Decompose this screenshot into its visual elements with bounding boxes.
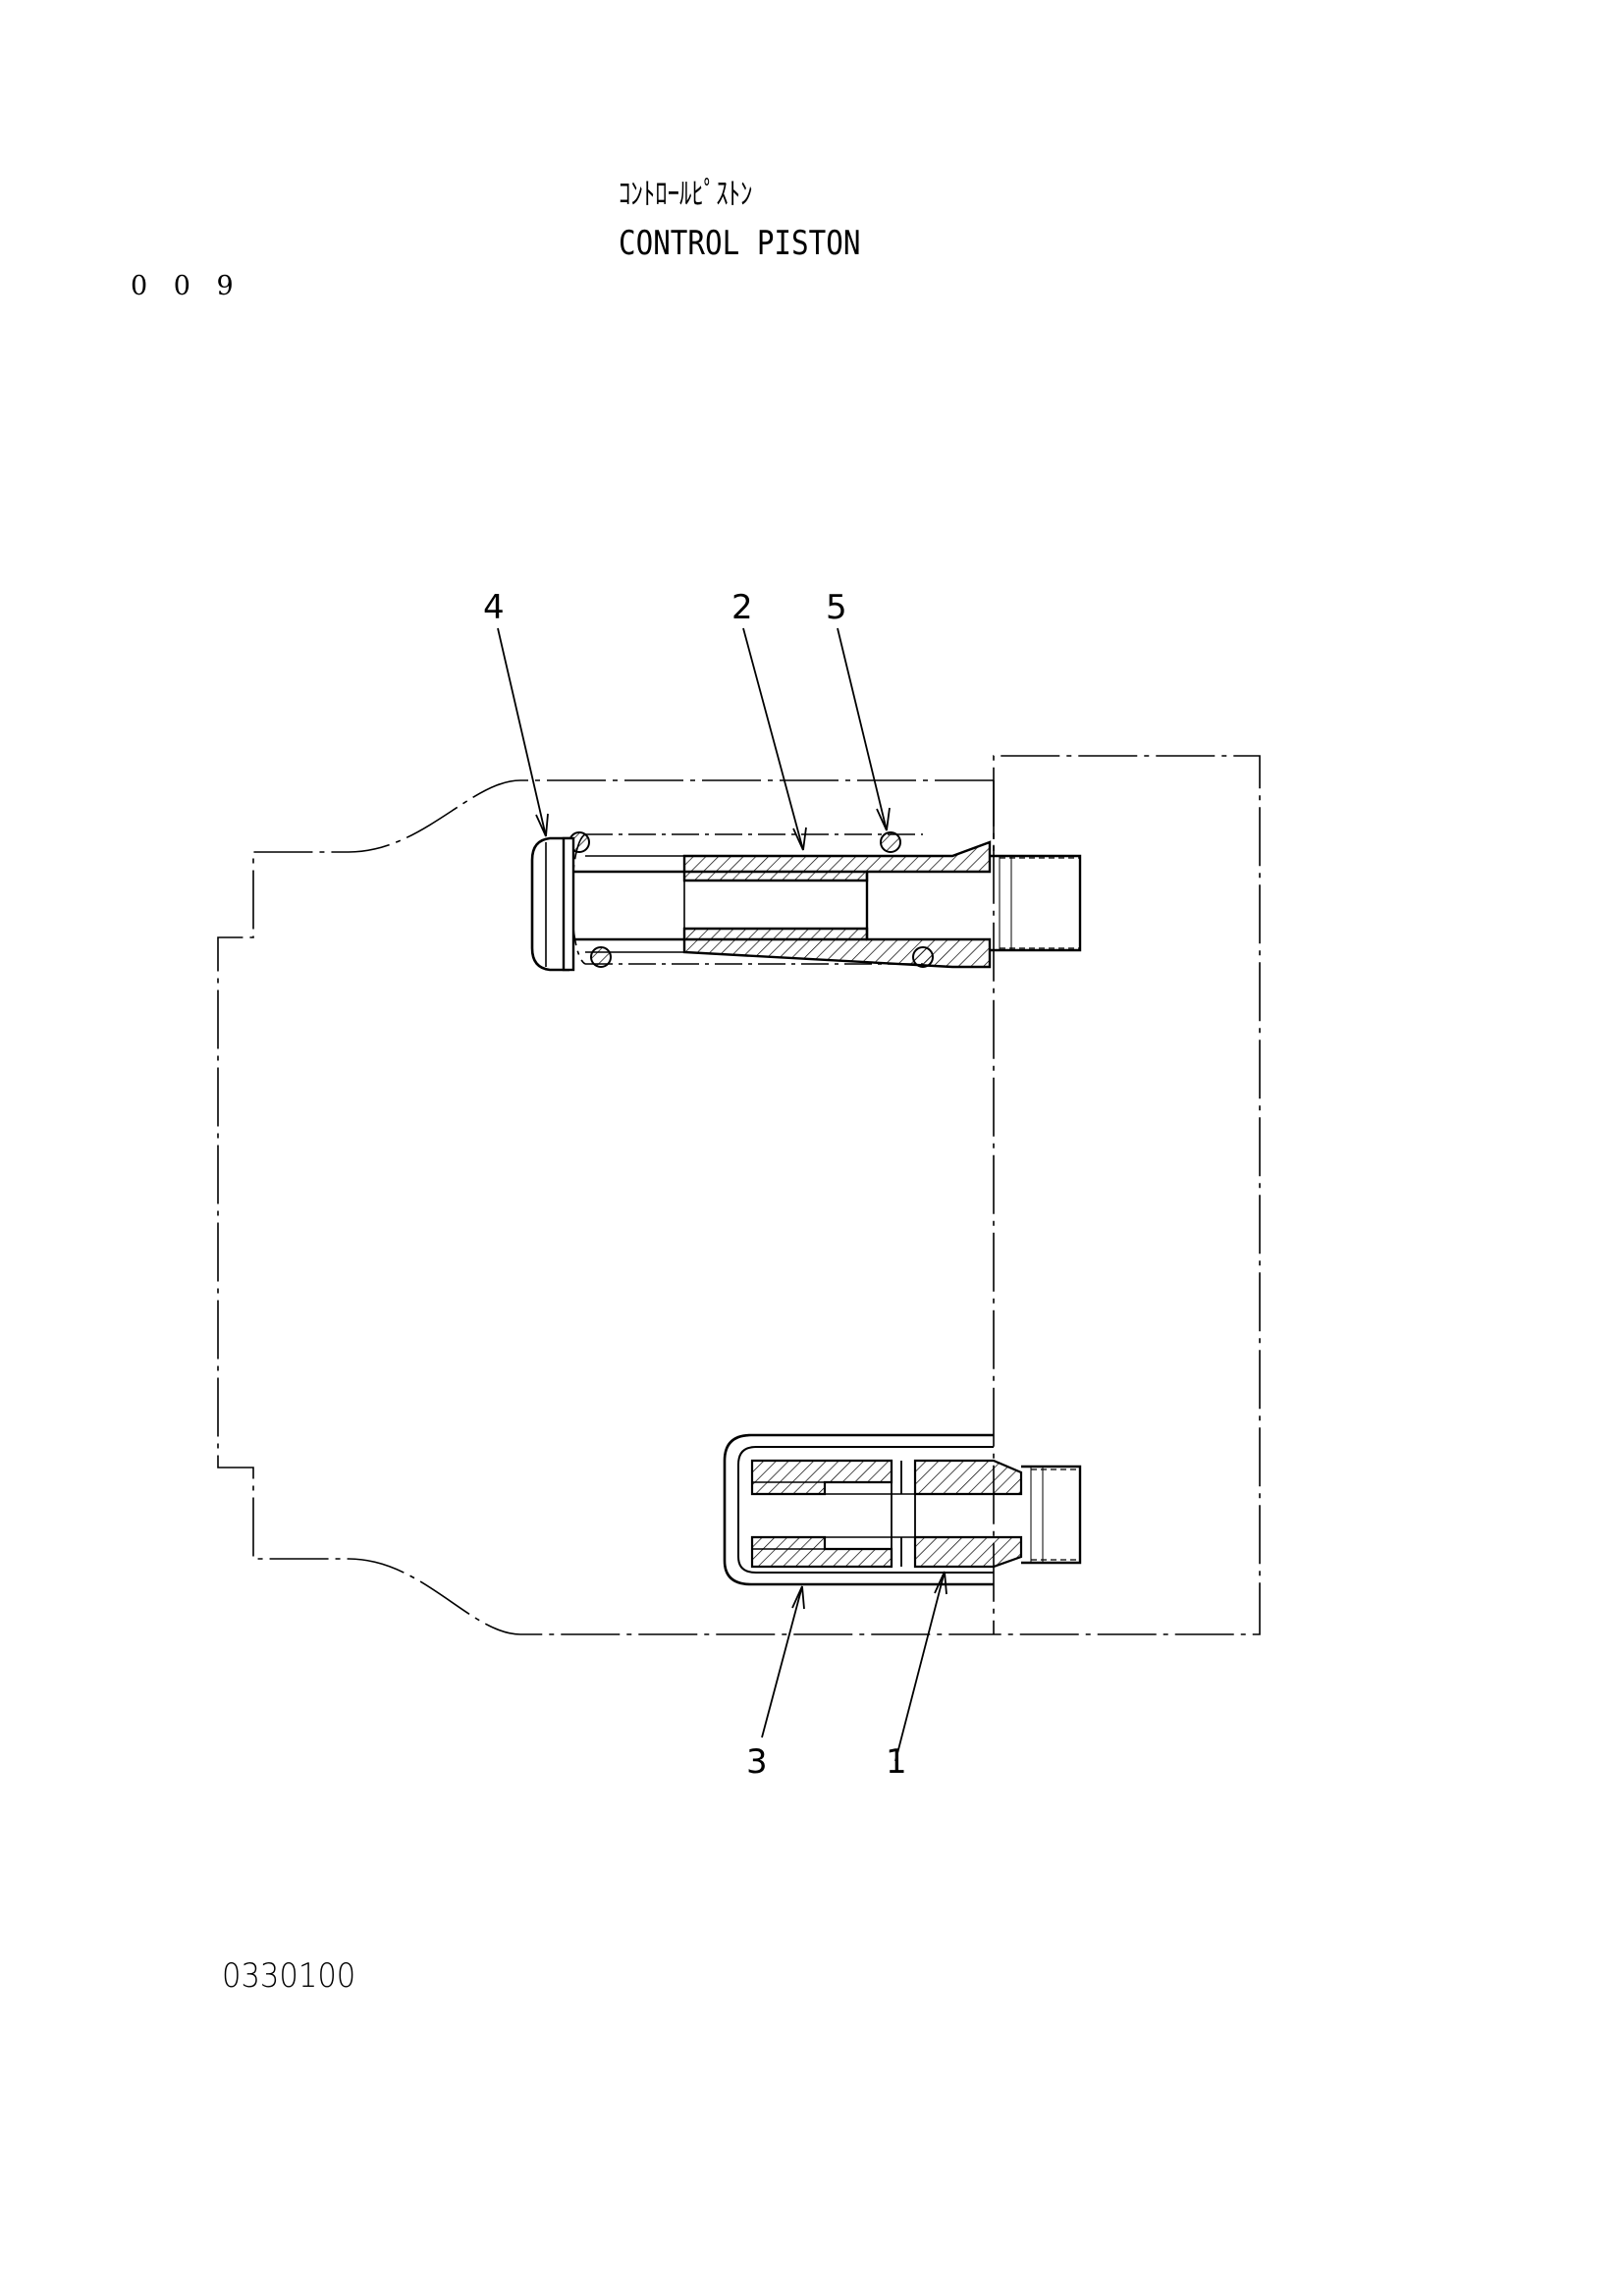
leader-4 bbox=[497, 627, 547, 837]
page-number: 0 0 9 bbox=[131, 271, 243, 301]
sleeve-threaded-end bbox=[990, 854, 1082, 952]
callout-5: 5 bbox=[826, 588, 847, 627]
sleeve-top-wall bbox=[682, 840, 992, 882]
leader-5 bbox=[837, 627, 888, 831]
spring-wire-bottom-left bbox=[590, 946, 612, 968]
plug-cap bbox=[723, 1433, 994, 1586]
title-english: CONTROL PISTON bbox=[619, 224, 861, 263]
lower-plug-assembly bbox=[723, 1433, 1082, 1586]
figure-number: 0330100 bbox=[222, 1956, 356, 1996]
lower-sleeve-bottom-wall bbox=[750, 1535, 893, 1569]
spring-wire-top-right bbox=[880, 831, 901, 853]
lower-sleeve-top-wall bbox=[750, 1459, 893, 1496]
leader-1 bbox=[894, 1571, 946, 1762]
sleeve-bottom-wall bbox=[682, 927, 992, 969]
leader-lines bbox=[497, 627, 947, 1762]
lower-sleeve-top-wall-right bbox=[913, 1459, 1023, 1496]
lower-threaded-end bbox=[1021, 1465, 1082, 1565]
lower-sleeve-bottom-wall-right bbox=[913, 1535, 1023, 1569]
leader-2 bbox=[742, 627, 804, 851]
housing-outline bbox=[217, 755, 1261, 1635]
piston-rod bbox=[571, 870, 869, 941]
callout-3: 3 bbox=[746, 1742, 768, 1782]
leader-3 bbox=[761, 1585, 803, 1738]
callout-4: 4 bbox=[483, 588, 505, 627]
title-japanese: ｺﾝﾄﾛｰﾙﾋﾟｽﾄﾝ bbox=[619, 177, 753, 212]
callout-1: 1 bbox=[886, 1742, 907, 1782]
piston-head bbox=[530, 836, 569, 972]
callout-2: 2 bbox=[731, 588, 753, 627]
upper-piston-assembly bbox=[530, 831, 1082, 972]
